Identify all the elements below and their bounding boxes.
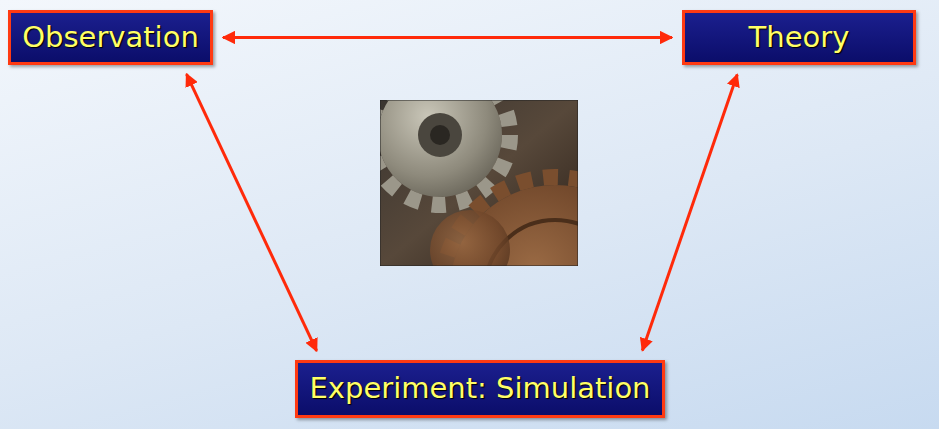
box-label: Theory	[749, 21, 850, 54]
double-arrow	[187, 74, 317, 351]
concept-box: Experiment: Simulation	[295, 360, 665, 418]
double-arrow	[642, 74, 737, 350]
concept-box: Theory	[682, 10, 916, 65]
box-label: Experiment: Simulation	[309, 372, 650, 405]
concept-box: Observation	[8, 10, 213, 65]
box-label: Observation	[22, 21, 199, 54]
gears-image	[380, 100, 578, 266]
double-arrow	[223, 36, 672, 39]
